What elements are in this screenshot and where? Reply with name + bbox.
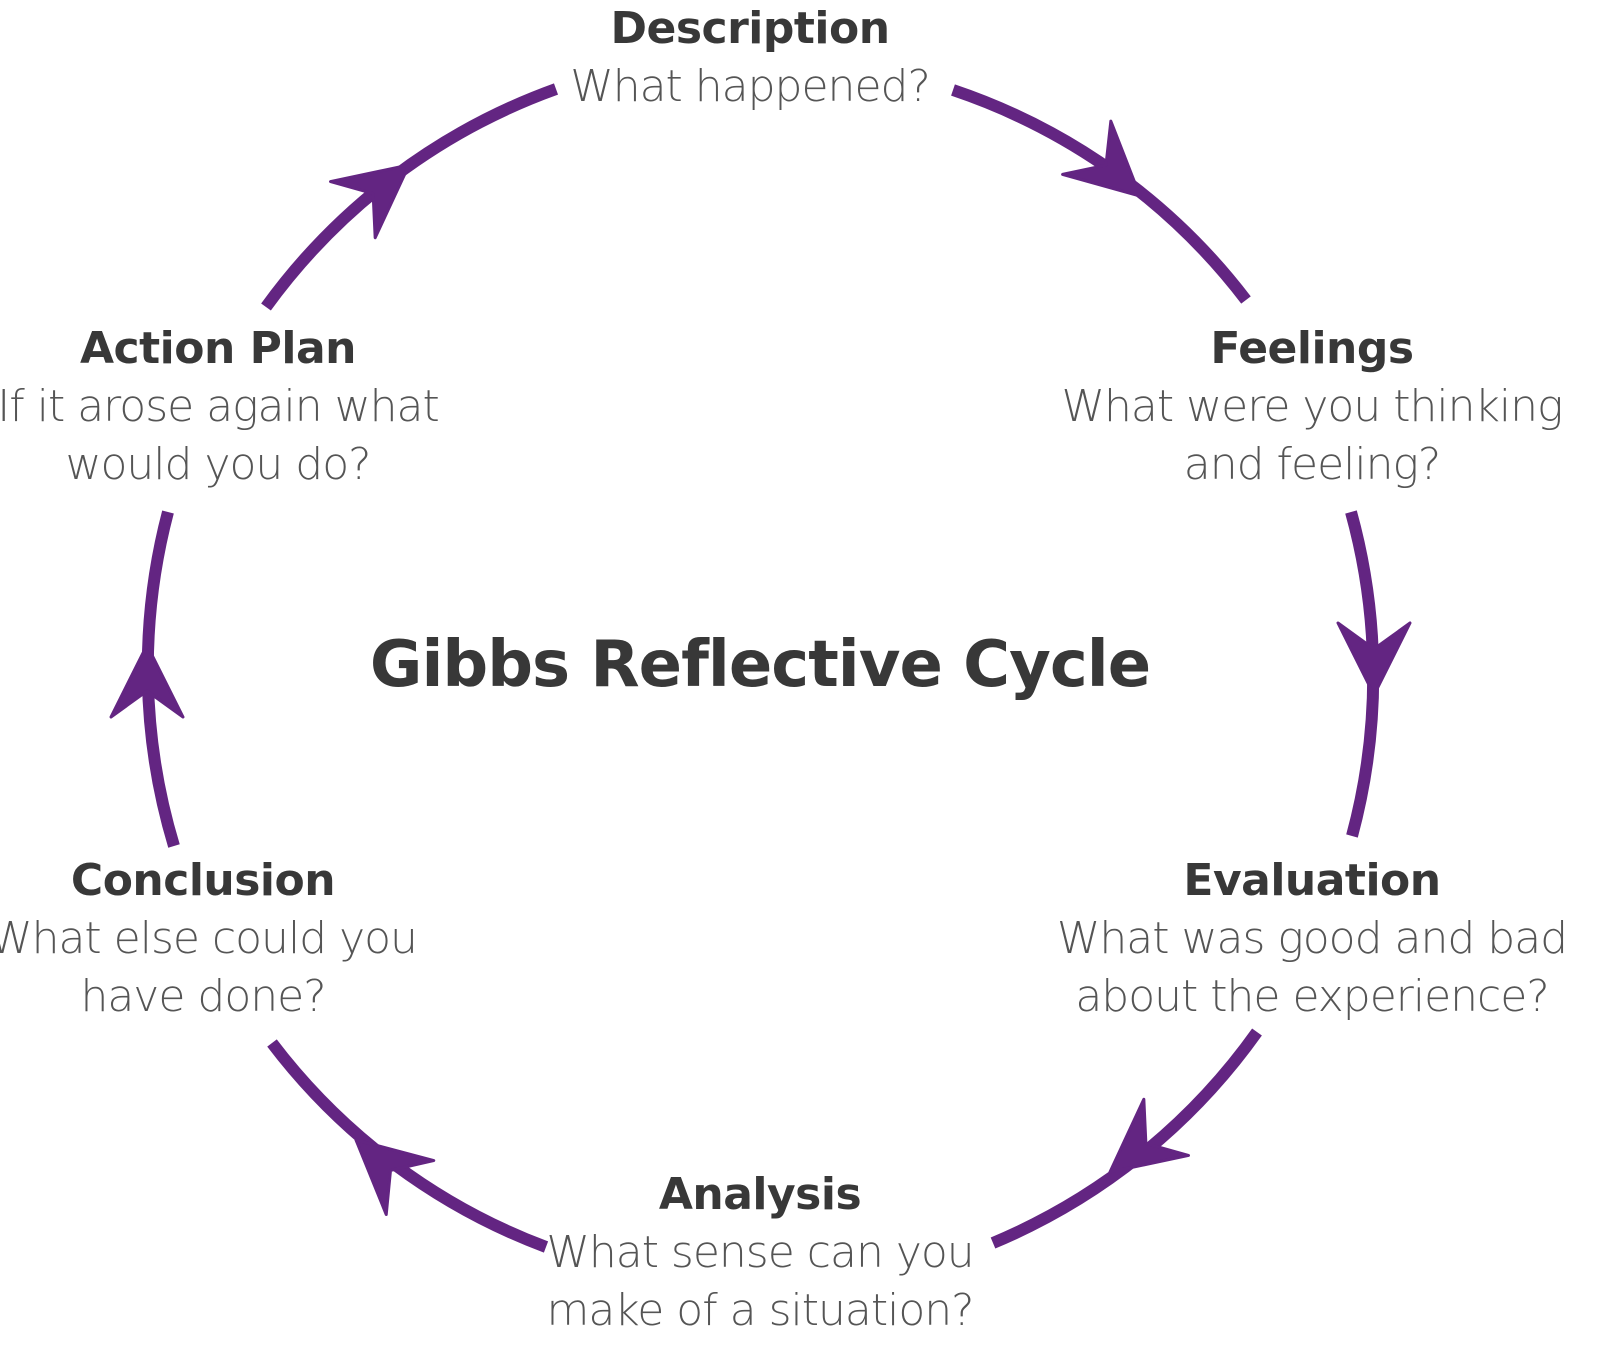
stage-question: What sense can you [546,1227,974,1278]
stage-action-plan: Action Plan If it arose again what would… [0,320,440,494]
stage-title: Evaluation [1183,855,1441,906]
stage-evaluation: Evaluation What was good and bad about t… [1056,852,1568,1026]
stage-title: Analysis [658,1169,862,1220]
arrow-feelings-to-evaluation [1336,510,1412,838]
stage-question: have done? [80,971,326,1022]
arrowhead-icon [109,643,185,719]
stage-question: make of a situation? [546,1285,974,1336]
stage-question: What were you thinking [1061,381,1564,432]
stage-analysis: Analysis What sense can you make of a si… [546,1166,974,1340]
arrow-evaluation-to-analysis [990,1028,1262,1249]
stage-title: Conclusion [70,855,336,906]
stage-title: Feelings [1210,323,1414,374]
arrowhead-icon [1336,621,1412,697]
stage-question: What was good and bad [1056,913,1568,964]
stage-feelings: Feelings What were you thinking and feel… [1061,320,1564,494]
stage-conclusion: Conclusion What else could you have done… [0,852,418,1026]
arrow-conclusion-to-action-plan [109,510,185,848]
diagram-title: Gibbs Reflective Cycle [369,628,1151,702]
arrow-action-plan-to-description [261,83,559,311]
stage-question: about the experience? [1075,971,1549,1022]
arrow-analysis-to-conclusion [267,1039,549,1253]
arrowhead-icon [354,1138,436,1217]
cycle-arc [951,84,1251,304]
arrowhead-icon [1061,119,1142,198]
arrowhead-icon [1108,1097,1190,1174]
arrow-description-to-feelings [951,84,1251,304]
stage-question: If it arose again what [0,381,440,432]
cycle-arc [267,1039,549,1253]
arrowhead-icon [329,163,411,240]
stage-title: Description [610,3,890,54]
stage-question: What else could you [0,913,418,964]
stage-title: Action Plan [80,323,356,374]
stage-question: and feeling? [1183,439,1441,490]
stage-question: What happened? [570,61,931,112]
stage-description: Description What happened? [570,0,931,116]
stage-question: would you do? [65,439,372,490]
cycle-arc [261,83,559,311]
